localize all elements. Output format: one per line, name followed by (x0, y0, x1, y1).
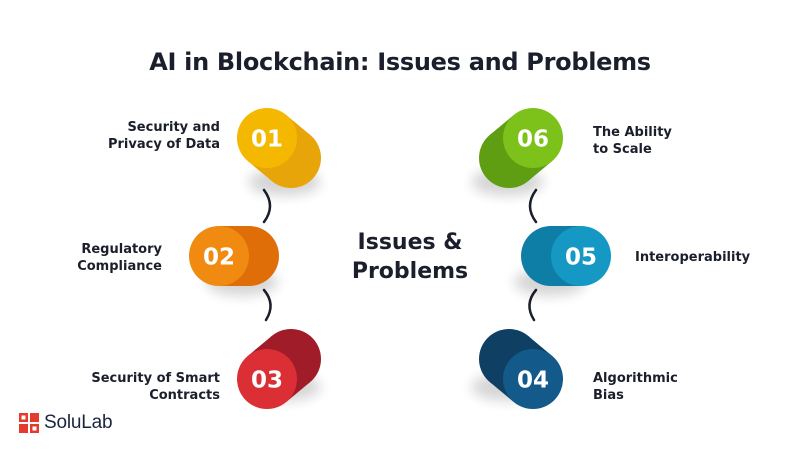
item-number-01: 01 (251, 127, 283, 153)
center-heading: Issues & Problems (330, 228, 490, 286)
cylinder-front-face (503, 108, 563, 168)
item-label-01: Security and Privacy of Data (107, 120, 220, 152)
cylinder-03: 03 (237, 329, 321, 409)
connector-arc-01-02 (262, 188, 272, 224)
center-heading-line2: Problems (351, 259, 469, 284)
item-number-05: 05 (565, 245, 597, 271)
cylinder-05: 05 (514, 226, 611, 296)
connector-arc-06-05 (528, 188, 538, 224)
brand-logo: SoluLab (18, 408, 113, 438)
item-number-02: 02 (203, 245, 235, 271)
item-number-04: 04 (517, 368, 549, 394)
item-label-05: Interoperability (635, 250, 751, 265)
cylinder-06: 06 (471, 108, 563, 196)
item-number-06: 06 (517, 127, 549, 153)
cylinder-front-face (237, 349, 297, 409)
center-heading-line1: Issues & (357, 230, 463, 255)
solulab-logo-icon (19, 413, 39, 433)
brand-logo-text: SoluLab (44, 412, 113, 433)
connector-arc-02-03 (262, 288, 272, 322)
item-label-02: Regulatory Compliance (77, 242, 162, 274)
cylinder-front-face (189, 226, 249, 286)
cylinder-front-face (503, 349, 563, 409)
cylinder-front-face (237, 108, 297, 168)
cylinder-front-face (551, 226, 611, 286)
cylinder-02: 02 (189, 226, 279, 296)
item-label-04: Algorithmic Bias (593, 371, 678, 403)
cylinder-04: 04 (471, 329, 563, 409)
item-number-03: 03 (251, 368, 283, 394)
item-label-03: Security of Smart Contracts (91, 371, 220, 403)
page-title: AI in Blockchain: Issues and Problems (149, 48, 651, 76)
cylinder-01: 01 (237, 108, 321, 196)
item-label-06: The Ability to Scale (593, 125, 672, 157)
